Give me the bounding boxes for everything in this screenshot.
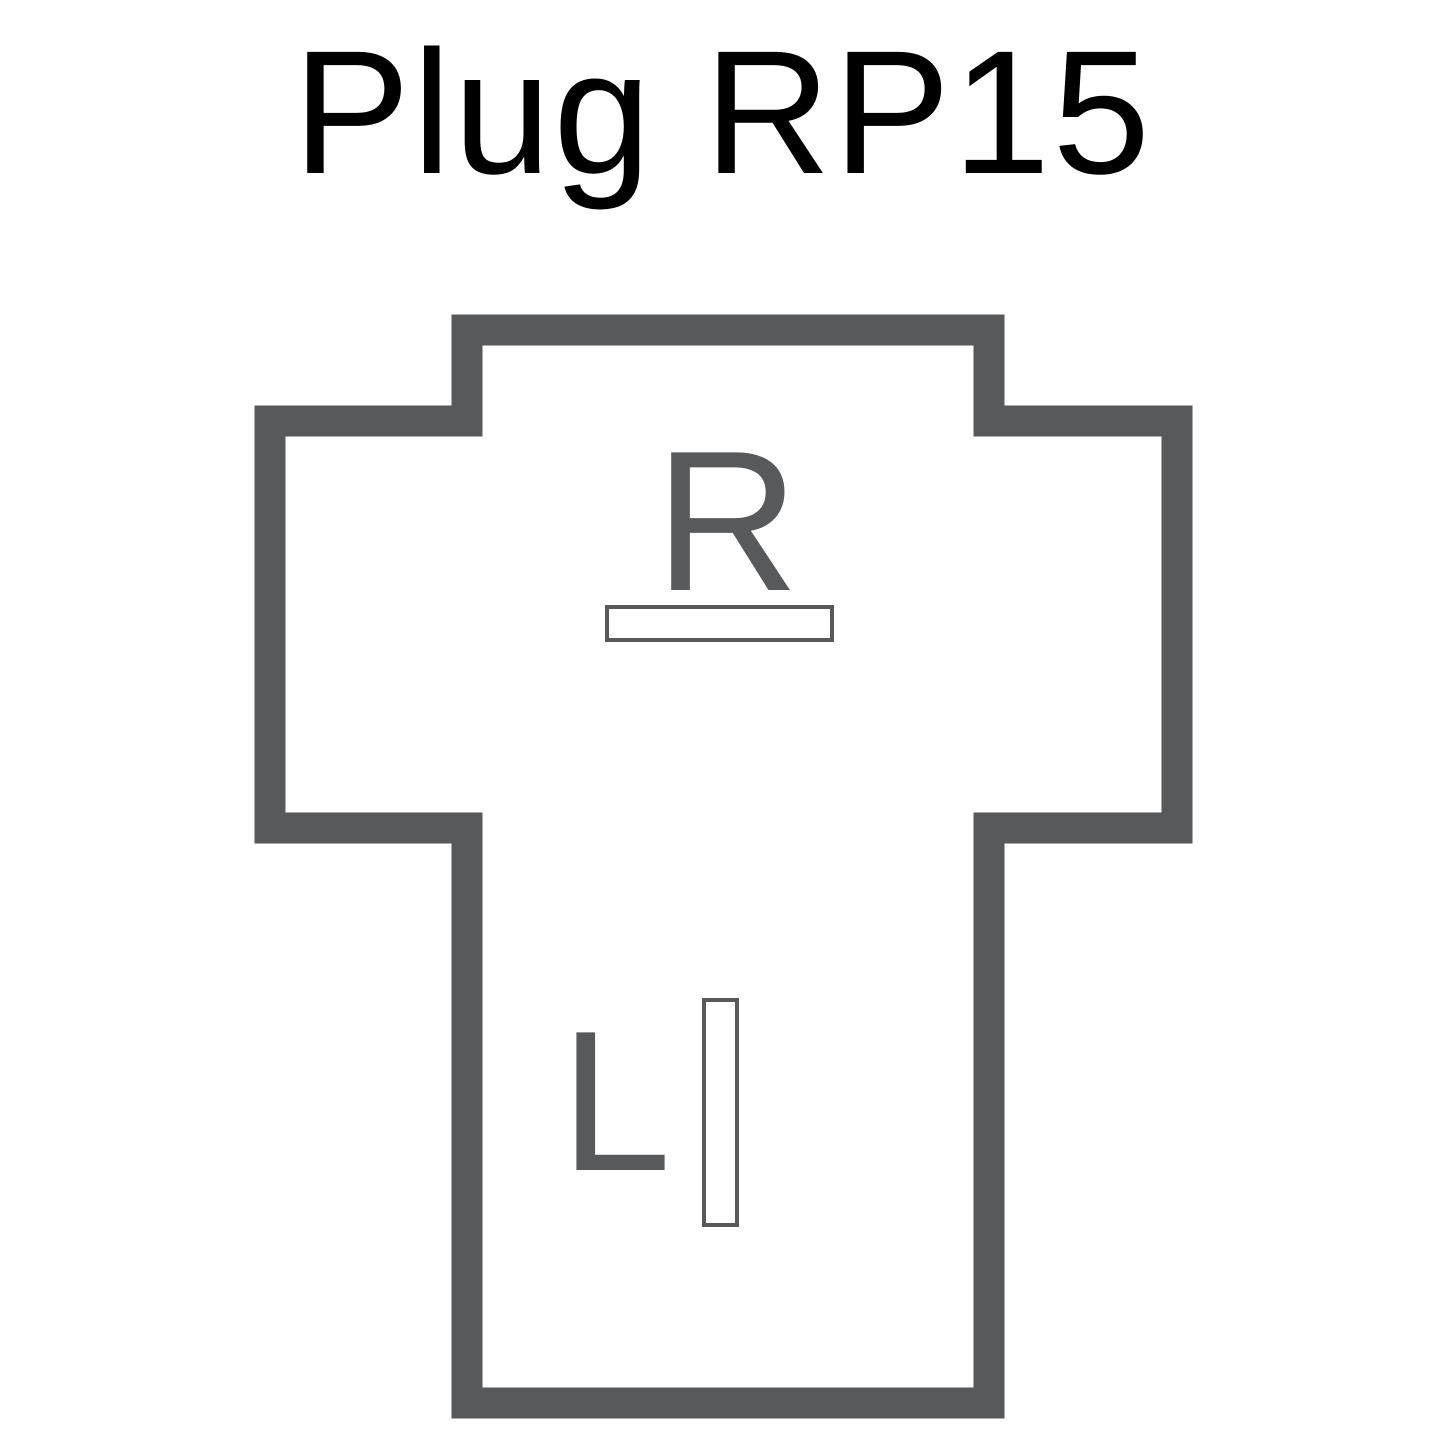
diagram-title: Plug RP15 — [292, 15, 1153, 211]
l-terminal-label: L — [560, 990, 671, 1213]
r-terminal-slot — [605, 605, 834, 642]
r-terminal-label: R — [655, 410, 799, 633]
plug-housing-outline — [254, 314, 1193, 1419]
l-terminal-slot — [702, 998, 739, 1227]
